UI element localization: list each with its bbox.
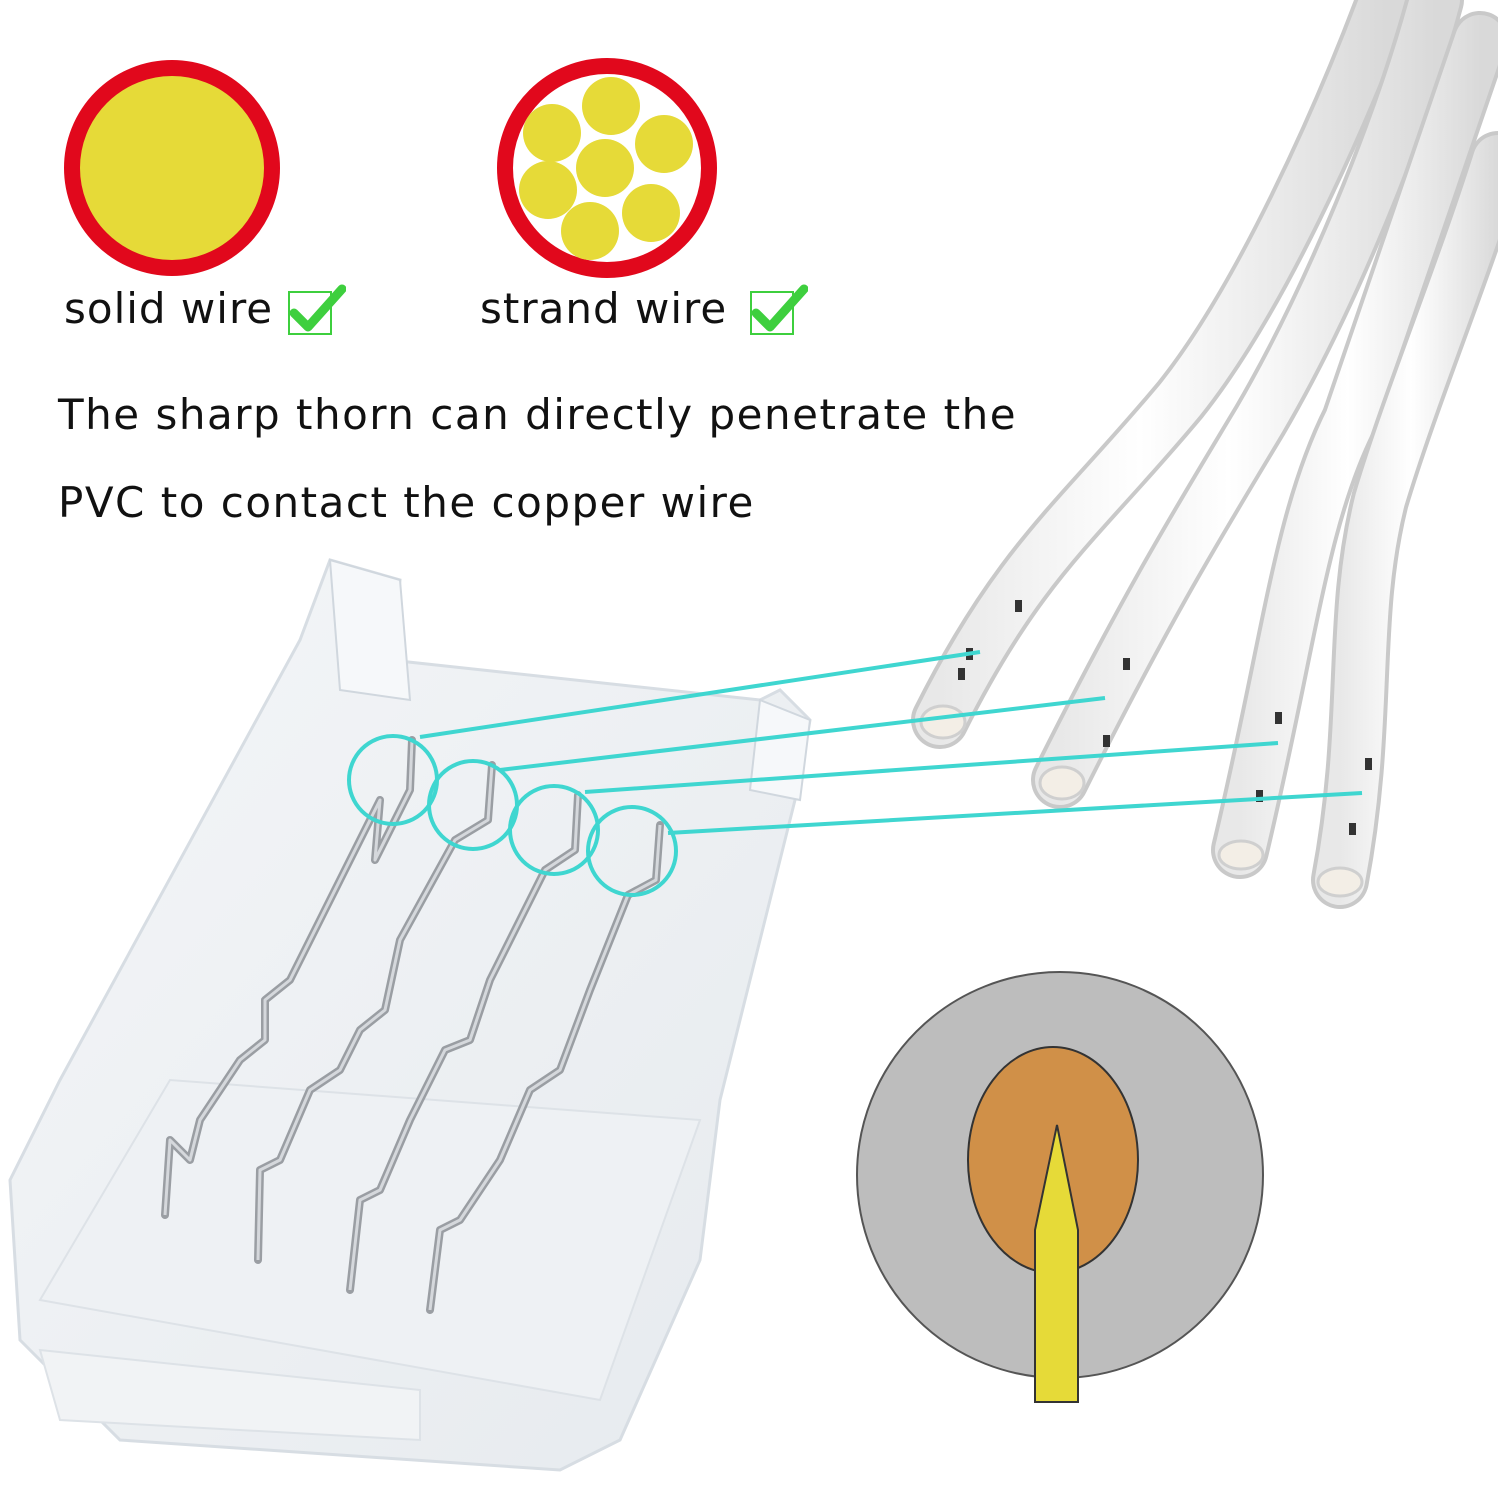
solid-wire-label: solid wire xyxy=(64,284,274,333)
penetration-cross-section xyxy=(856,971,1264,1403)
callout-lines xyxy=(347,650,1363,897)
description-line-1: The sharp thorn can directly penetrate t… xyxy=(58,390,1018,439)
strand-wire-label: strand wire xyxy=(480,284,728,333)
solid-wire-checkmark-icon xyxy=(288,284,346,335)
description-line-2: PVC to contact the copper wire xyxy=(58,478,755,527)
solid-wire-cross-section xyxy=(64,60,280,276)
wire-tips xyxy=(919,600,1372,898)
strand-wire-checkmark-icon xyxy=(750,284,808,335)
white-wires xyxy=(911,0,1498,909)
metal-pins-highlight xyxy=(163,739,662,1311)
connector-block xyxy=(8,558,812,1472)
strand-wire-cross-section xyxy=(497,58,717,278)
